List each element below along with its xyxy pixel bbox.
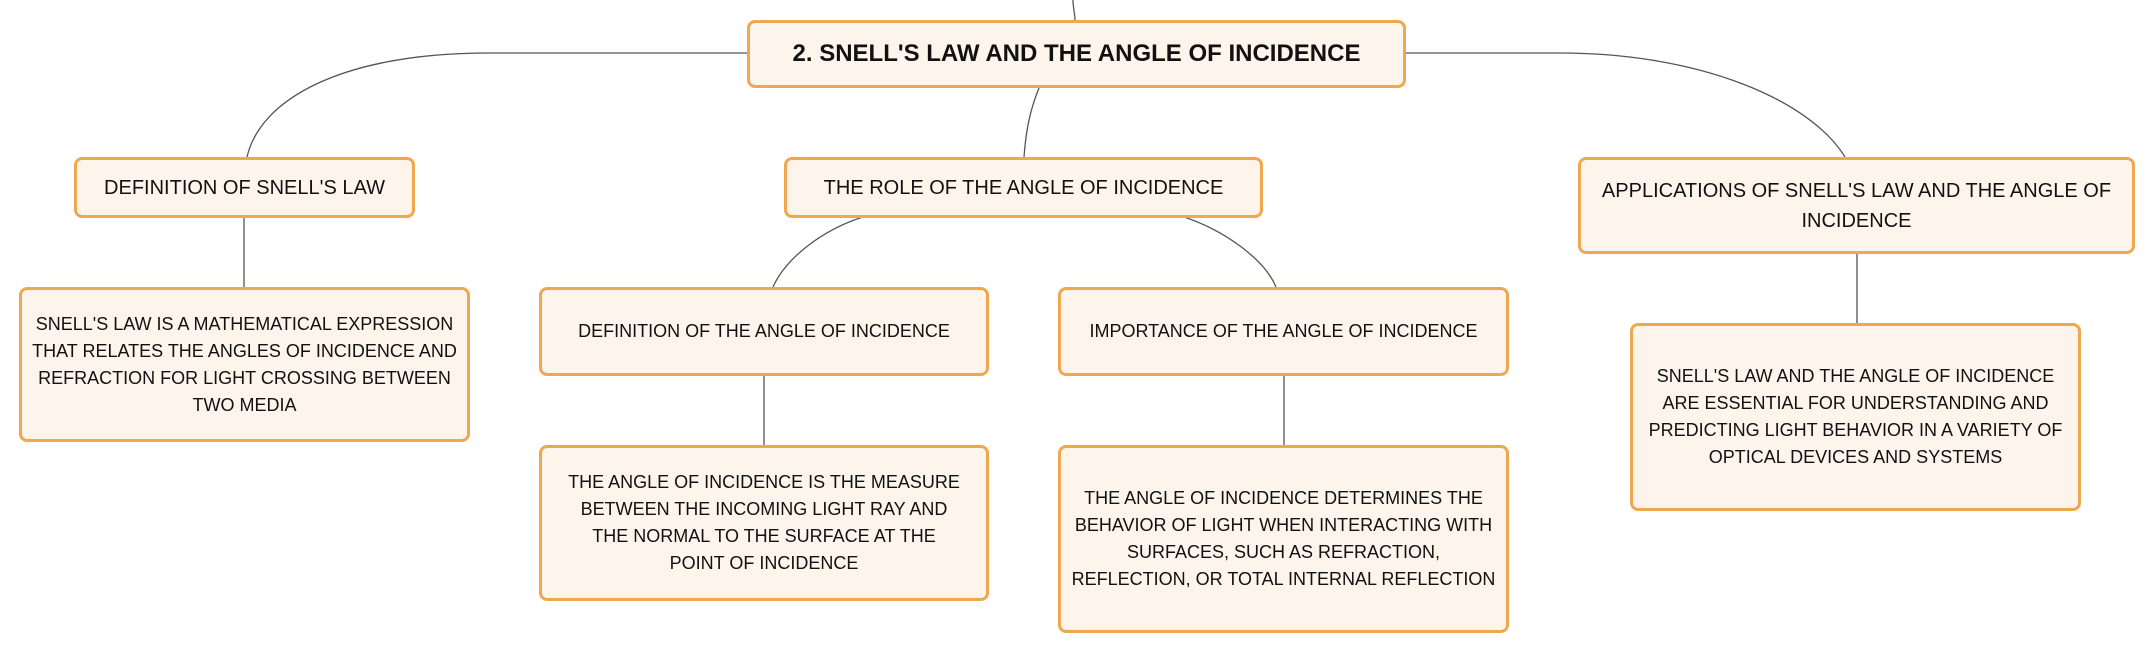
- connector-role-to-angle-definition: [772, 215, 867, 288]
- connector-root-to-definition: [246, 52, 747, 158]
- definition-of-snells-law-node[interactable]: DEFINITION OF SNELL'S LAW: [74, 157, 415, 218]
- angle-of-incidence-importance-node[interactable]: IMPORTANCE OF THE ANGLE OF INCIDENCE: [1058, 287, 1509, 376]
- role-of-angle-of-incidence-node[interactable]: THE ROLE OF THE ANGLE OF INCIDENCE: [784, 157, 1263, 218]
- connector-root-to-applications: [1405, 52, 1846, 158]
- applications-node[interactable]: APPLICATIONS OF SNELL'S LAW AND THE ANGL…: [1578, 157, 2135, 254]
- angle-of-incidence-definition-detail-node[interactable]: THE ANGLE OF INCIDENCE IS THE MEASURE BE…: [539, 445, 989, 601]
- connector-parent-to-root: [1072, 0, 1076, 21]
- connector-root-to-role: [1023, 87, 1040, 158]
- connector-role-to-importance: [1180, 215, 1277, 288]
- snells-law-definition-detail-node[interactable]: SNELL'S LAW IS A MATHEMATICAL EXPRESSION…: [19, 287, 470, 442]
- root-topic-node[interactable]: 2. SNELL'S LAW AND THE ANGLE OF INCIDENC…: [747, 20, 1406, 88]
- angle-of-incidence-importance-detail-node[interactable]: THE ANGLE OF INCIDENCE DETERMINES THE BE…: [1058, 445, 1509, 633]
- angle-of-incidence-definition-node[interactable]: DEFINITION OF THE ANGLE OF INCIDENCE: [539, 287, 989, 376]
- applications-detail-node[interactable]: SNELL'S LAW AND THE ANGLE OF INCIDENCE A…: [1630, 323, 2081, 511]
